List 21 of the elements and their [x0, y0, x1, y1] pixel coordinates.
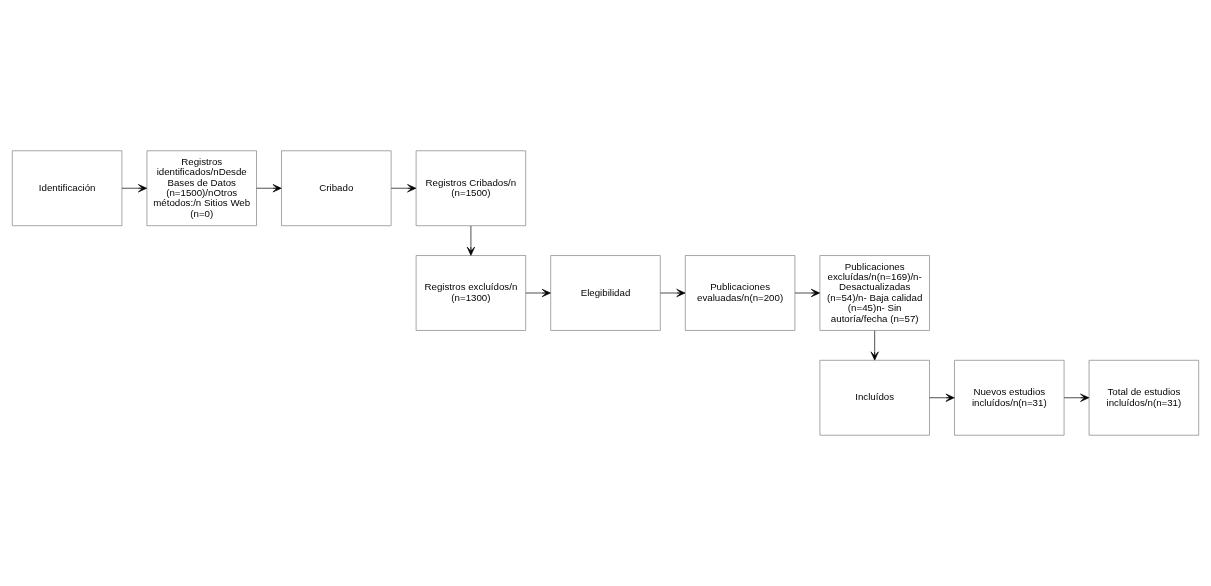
node-box: Total de estudios incluídos/n(n=31) [1088, 359, 1200, 436]
node-box: Registros excluídos/n (n=1300) [415, 255, 527, 331]
arrow [660, 288, 686, 298]
arrow [929, 393, 955, 402]
arrow [794, 288, 820, 298]
node-box: Registros Cribados/n (n=1500) [415, 150, 527, 227]
arrow [1063, 393, 1090, 402]
arrow [870, 330, 879, 361]
arrow [121, 184, 147, 193]
arrow [466, 225, 475, 256]
arrow [256, 184, 282, 193]
arrow [390, 184, 417, 193]
node-box: Incluídos [819, 359, 930, 436]
node-box: Registros identificados/nDesde Bases de Datos (n=1500)/nOtros métodos:/n Sitios Web (n=0) [146, 150, 257, 227]
node-box: Publicaciones excluídas/n(n=169)/n- Desactualizadas (n=54)/n- Baja calidad (n=45)n- Sin autoría/fecha (n=57) [819, 255, 930, 331]
node-box: Cribado [281, 150, 392, 227]
node-box: Elegibilidad [550, 255, 661, 331]
node-box: Publicaciones evaluadas/n(n=200) [684, 255, 796, 331]
arrow [525, 288, 551, 298]
node-box: Nuevos estudios incluídos/n(n=31) [954, 359, 1065, 436]
node-box: Identificación [11, 150, 123, 227]
